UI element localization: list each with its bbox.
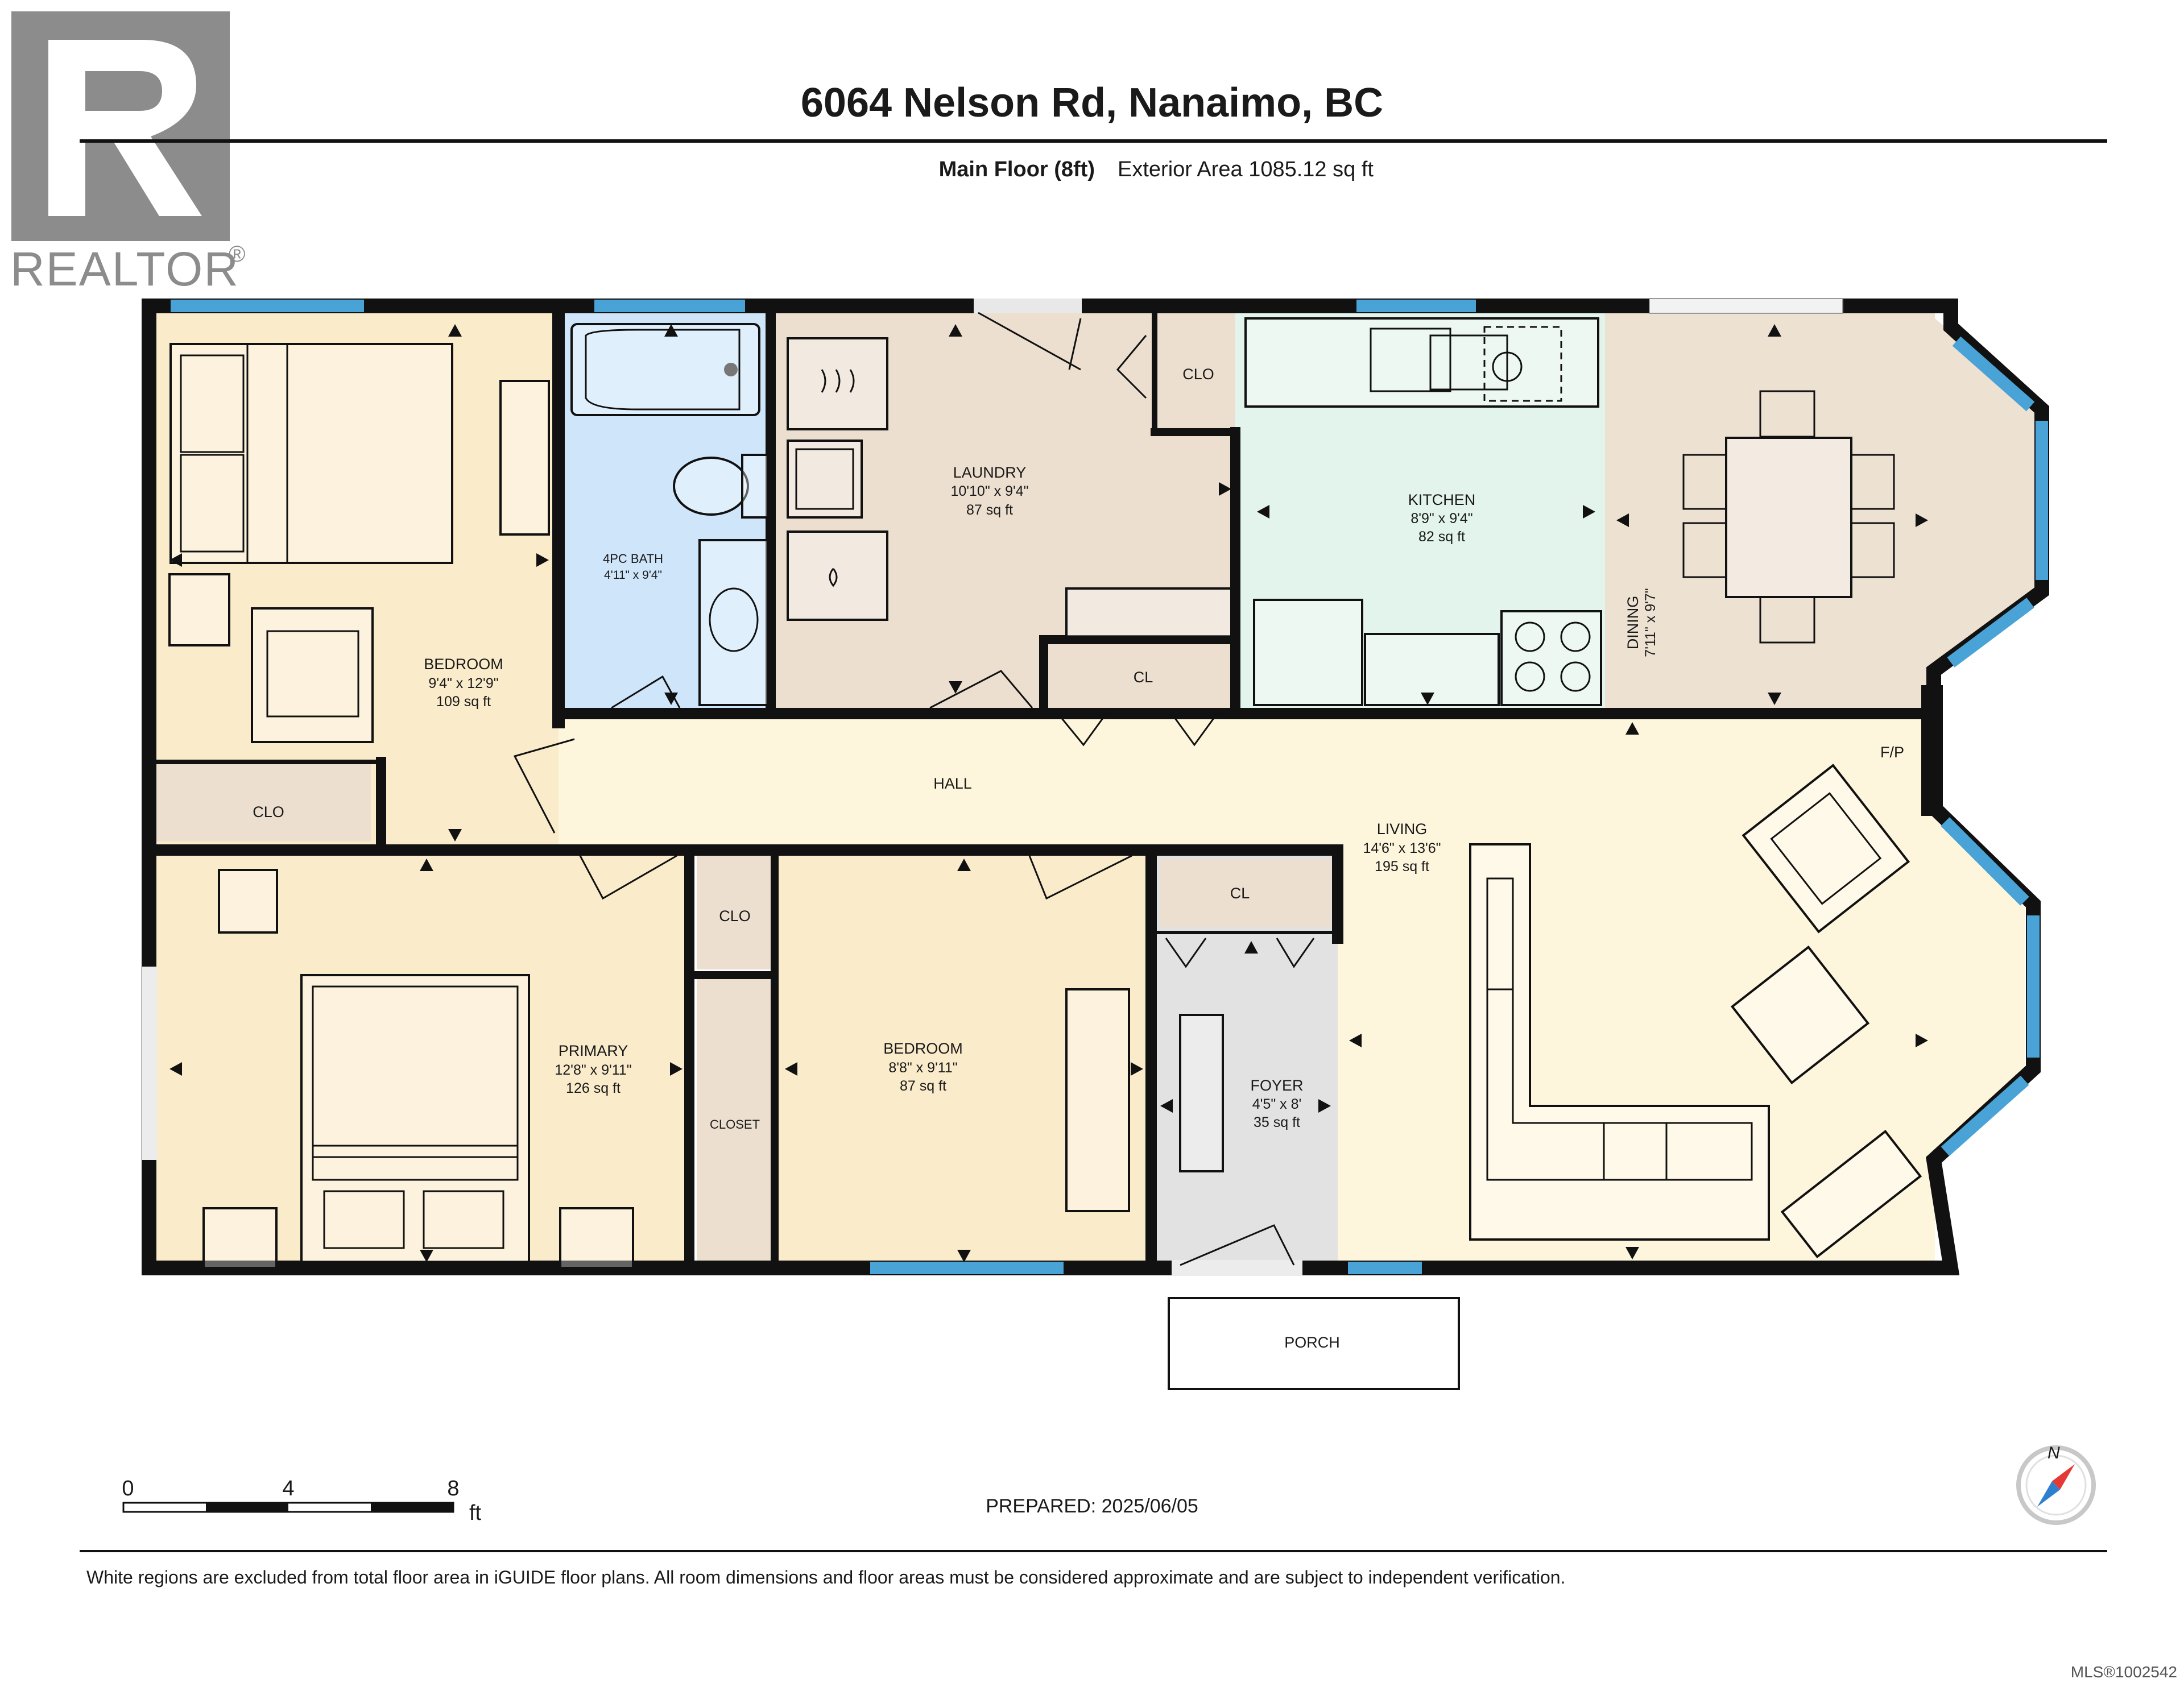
laundry-area: 87 sq ft xyxy=(966,502,1013,518)
dining-name: DINING xyxy=(1624,596,1641,650)
kitchen-name: KITCHEN xyxy=(1408,491,1476,508)
bedroom-nw-area: 109 sq ft xyxy=(436,694,491,710)
exterior-area-label: Exterior Area 1085.12 sq ft xyxy=(1118,157,1374,181)
walls xyxy=(142,299,2049,1275)
bay-fill xyxy=(1935,318,2039,671)
cl-hall-name: CL xyxy=(1134,669,1153,686)
fridge xyxy=(1253,599,1363,706)
porch-outline xyxy=(1168,1297,1460,1390)
armchair xyxy=(1742,764,1910,934)
toilet xyxy=(673,457,749,516)
windows xyxy=(142,298,2048,1276)
foyer-bench xyxy=(1179,1014,1224,1172)
prepared-date: PREPARED: 2025/06/05 xyxy=(986,1495,1198,1517)
kitchen-counter xyxy=(1244,317,1599,408)
fixtures xyxy=(168,317,1922,1390)
stove xyxy=(1500,610,1602,706)
bedroom-s-area: 87 sq ft xyxy=(900,1078,946,1094)
foyer-name: FOYER xyxy=(1250,1077,1303,1094)
vanity-bath xyxy=(698,539,769,706)
scale-tick-0: 0 xyxy=(122,1477,134,1501)
living-name: LIVING xyxy=(1377,820,1428,838)
hall-name: HALL xyxy=(933,775,972,792)
laundry-dims: 10'10" x 9'4" xyxy=(950,483,1028,499)
realtor-logo-text: REALTOR xyxy=(10,242,239,296)
bedroom-s-fill xyxy=(775,852,1151,1267)
scale-tick-4: 4 xyxy=(282,1477,294,1501)
realtor-logo-mark: ® xyxy=(229,242,245,267)
dresser-s xyxy=(1065,988,1130,1212)
compass-icon: N xyxy=(2016,1444,2096,1525)
cl-hall-fill xyxy=(1049,643,1231,705)
nightstand-primary-l xyxy=(202,1207,278,1269)
chair-primary xyxy=(218,869,278,934)
closet-name: CLOSET xyxy=(710,1117,760,1131)
laundry-name: LAUNDRY xyxy=(953,464,1027,481)
clo-primary-name: CLO xyxy=(719,907,751,925)
mls-number: MLS®1002542 xyxy=(2071,1663,2177,1681)
foyer-dims: 4'5" x 8' xyxy=(1252,1096,1302,1112)
sectional-sofa xyxy=(1469,843,1770,1241)
kitchen-area: 82 sq ft xyxy=(1418,529,1465,545)
chair-nw xyxy=(251,607,374,743)
tub xyxy=(570,323,760,416)
disclaimer-text: White regions are excluded from total fl… xyxy=(86,1567,1565,1587)
dimension-arrows xyxy=(169,324,1928,1262)
laundry-counter xyxy=(1065,587,1232,638)
scale-unit: ft xyxy=(469,1501,482,1525)
clo-laundry-fill xyxy=(1155,318,1234,426)
porch-name: PORCH xyxy=(1284,1334,1340,1351)
hall-living-fill xyxy=(559,710,1935,852)
bath-name: 4PC BATH xyxy=(603,552,663,566)
nightstand-nw xyxy=(168,573,230,646)
scale-bar: 0 4 8 ft xyxy=(122,1477,481,1525)
washer xyxy=(787,530,888,621)
clo-laundry-name: CLO xyxy=(1182,366,1214,383)
bedroom-nw-fill xyxy=(149,306,559,846)
living-area: 195 sq ft xyxy=(1375,859,1429,874)
bedroom-nw-name: BEDROOM xyxy=(424,656,503,673)
dining-dims: 7'11" x 9'7" xyxy=(1643,588,1658,657)
closet-fill xyxy=(697,978,771,1267)
primary-area: 126 sq ft xyxy=(566,1080,621,1096)
dryer xyxy=(787,337,888,430)
cl-foyer-fill xyxy=(1160,859,1331,927)
bedroom-nw-dims: 9'4" x 12'9" xyxy=(428,675,498,691)
living-dims: 14'6" x 13'6" xyxy=(1363,840,1441,856)
dining-table xyxy=(1725,437,1852,598)
primary-name: PRIMARY xyxy=(559,1042,628,1059)
nightstand-primary-r xyxy=(559,1207,634,1269)
fp-label: F/P xyxy=(1880,744,1904,761)
scale-tick-8: 8 xyxy=(447,1477,459,1501)
primary-dims: 12'8" x 9'11" xyxy=(555,1062,631,1078)
clo-bed-fill xyxy=(149,762,371,842)
living-fill-2 xyxy=(1338,852,1935,1268)
compass-label: N xyxy=(2048,1444,2060,1462)
room-labels: BEDROOM 9'4" x 12'9" 109 sq ft 4PC BATH … xyxy=(253,366,1904,1351)
bay-fill-2 xyxy=(1935,807,2025,1160)
clo-primary-fill xyxy=(697,856,771,969)
realtor-logo: REALTOR ® xyxy=(10,11,245,296)
bath-dims: 4'11" x 9'4" xyxy=(604,569,662,582)
floor-label: Main Floor (8ft) xyxy=(939,157,1095,181)
address-title: 6064 Nelson Rd, Nanaimo, BC xyxy=(801,80,1383,126)
bed-nw xyxy=(169,343,453,564)
dresser-nw xyxy=(499,380,550,536)
room-fills xyxy=(149,306,2039,1268)
console xyxy=(1780,1129,1922,1259)
cl-foyer-name: CL xyxy=(1230,885,1250,902)
fireplace xyxy=(1921,685,1943,816)
primary-fill xyxy=(149,852,689,1267)
bedroom-s-dims: 8'8" x 9'11" xyxy=(888,1060,957,1076)
clo-bed-name: CLO xyxy=(253,803,284,820)
bedroom-s-name: BEDROOM xyxy=(883,1040,963,1057)
kitchen-dims: 8'9" x 9'4" xyxy=(1410,511,1472,527)
ottoman xyxy=(1730,945,1870,1085)
foyer-area: 35 sq ft xyxy=(1254,1114,1300,1130)
bed-primary xyxy=(300,974,530,1263)
laundry-sink xyxy=(787,440,863,519)
